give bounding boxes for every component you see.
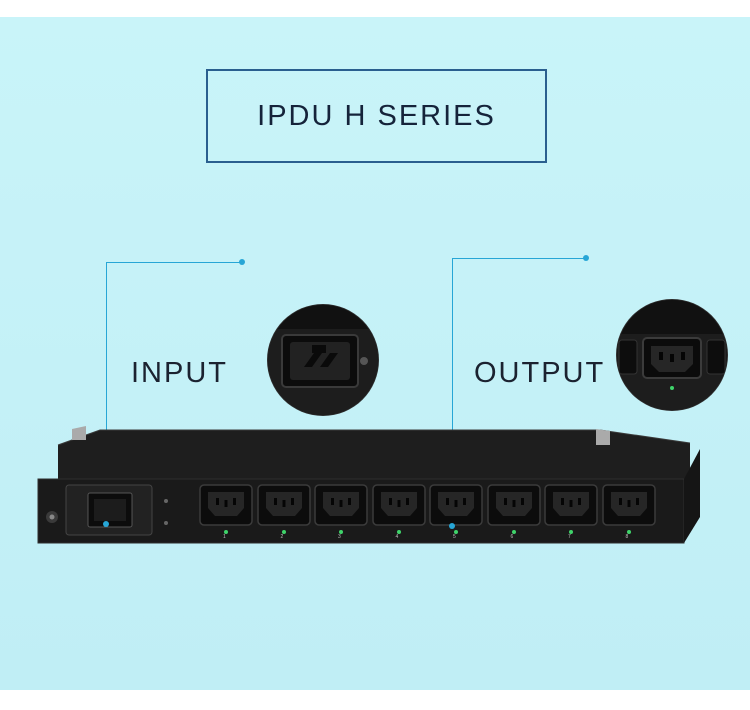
c13-outlet-icon [256, 484, 311, 534]
outlet-number: 2 [280, 534, 284, 540]
outlet-3: 3 [314, 484, 368, 540]
outlet-2: 2 [256, 484, 311, 540]
outlet-row: 1 2 3 4 5 6 7 8 [199, 484, 659, 540]
outlet-number: 4 [395, 534, 399, 540]
output-label: OUTPUT [474, 357, 606, 389]
title-box: IPDU H SERIES [206, 69, 547, 163]
input-detail-circle [268, 305, 378, 415]
outlet-6: 6 [486, 484, 541, 540]
input-anchor-dot [103, 521, 109, 527]
product-title: IPDU H SERIES [257, 99, 496, 132]
outlet-4: 4 [371, 484, 426, 540]
outlet-8: 8 [601, 484, 656, 540]
outlet-1: 1 [199, 484, 253, 540]
outlet-number: 3 [338, 534, 341, 540]
c13-outlet-icon [544, 484, 598, 534]
outlet-number: 5 [453, 534, 456, 540]
product-banner: IPDU H SERIES INPUT OUTPUT [0, 17, 750, 690]
input-leader-dot [239, 259, 245, 265]
c13-outlet-icon [601, 484, 656, 534]
input-label: INPUT [131, 357, 228, 389]
outlet-number: 6 [510, 534, 514, 540]
outlet-number: 7 [568, 534, 571, 540]
c13-outlet-icon [314, 484, 368, 534]
c13-outlet-icon [199, 484, 253, 534]
outlet-number: 8 [625, 534, 629, 540]
output-anchor-dot [449, 523, 455, 529]
output-leader-vertical [452, 258, 453, 526]
c13-outlet-icon [617, 300, 727, 410]
outlet-5: 5 [429, 484, 483, 540]
output-leader-dot [583, 255, 589, 261]
c13-outlet-icon [429, 484, 483, 534]
input-leader-vertical [106, 262, 107, 524]
outlet-7: 7 [544, 484, 598, 540]
c13-outlet-icon [486, 484, 541, 534]
c13-outlet-icon [371, 484, 426, 534]
output-leader-horizontal [452, 258, 586, 259]
input-leader-horizontal [106, 262, 242, 263]
outlet-number: 1 [223, 534, 226, 540]
output-detail-circle [617, 300, 727, 410]
c20-inlet-icon [268, 305, 378, 415]
